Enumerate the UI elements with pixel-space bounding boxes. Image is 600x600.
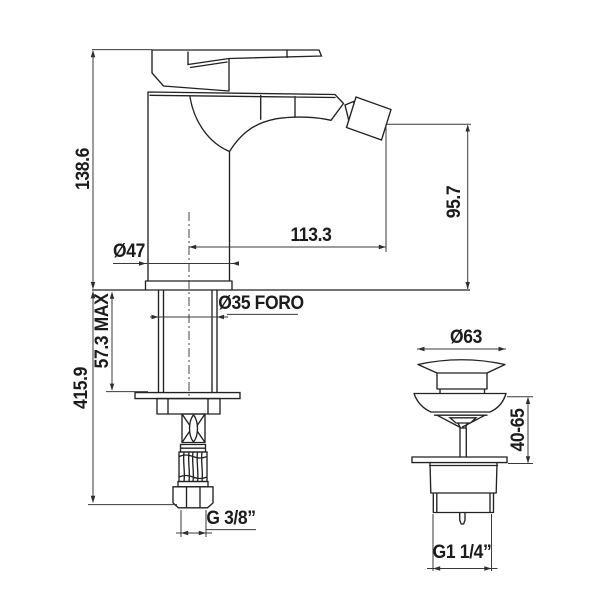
hose-end-collar	[177, 480, 209, 488]
threaded-stud	[181, 413, 206, 444]
dim-label-drain-outlet-thread: G1 1/4”	[432, 542, 492, 563]
aerator-tip	[345, 96, 392, 141]
dim-label-spout-height: 95.7	[444, 185, 465, 219]
dim-label-spout-reach: 113.3	[290, 225, 332, 246]
drain-side-view	[411, 359, 508, 525]
drain-cap	[417, 359, 506, 395]
dim-label-total-height: 138.6	[73, 148, 94, 190]
mounting-shank	[157, 289, 218, 394]
drain-basin-plate	[411, 456, 508, 464]
dim-label-mounting-hole: Ø35 FORO	[218, 293, 304, 314]
drain-pin	[459, 511, 466, 525]
dimension-lines	[88, 49, 533, 571]
supply-hose	[178, 451, 208, 483]
hose-collar	[179, 443, 207, 453]
fixing-nut	[156, 397, 221, 415]
hose-hex-nut	[172, 486, 214, 509]
dim-label-base-diameter: Ø47	[113, 241, 145, 262]
faucet-body-outline	[147, 91, 345, 282]
dim-label-under-deck-length: 415.9	[71, 367, 92, 409]
faucet-side-view	[134, 49, 392, 509]
faucet-handle-outline	[151, 49, 323, 92]
drain-flange	[413, 392, 507, 429]
dim-label-supply-thread: G 3/8”	[206, 508, 256, 529]
drain-stem	[459, 427, 467, 458]
dim-label-max-deck-thickness: 57.3 MAX	[92, 293, 113, 369]
fixing-washer	[134, 391, 241, 400]
dim-label-drain-cap-diameter: Ø63	[450, 327, 482, 348]
drain-body	[428, 461, 499, 514]
dim-label-drain-clamping-range: 40-65	[508, 408, 529, 452]
